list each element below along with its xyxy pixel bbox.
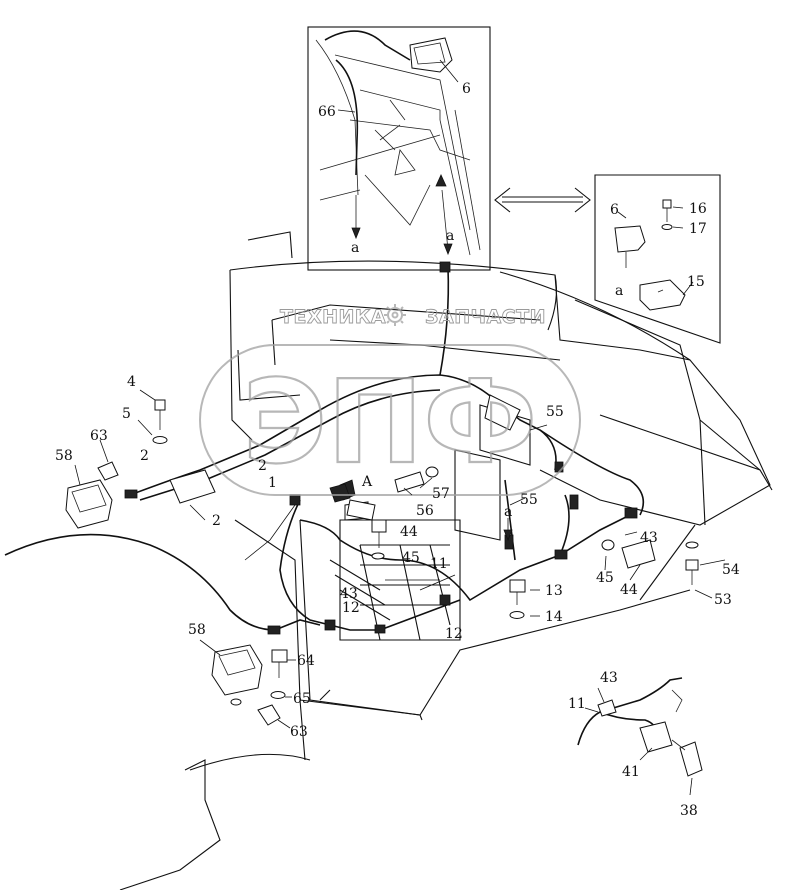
- detail-inset-lamp-mount: [307, 26, 491, 271]
- callout-58-top: 58: [55, 448, 73, 464]
- work-lamp-top-icon: [409, 37, 453, 73]
- callout-12-a: 12: [445, 626, 463, 642]
- callout-2-a: 2: [140, 448, 149, 464]
- callout-57: 57: [432, 486, 450, 502]
- callout-a-left: a: [351, 240, 359, 256]
- callout-64: 64: [297, 653, 315, 669]
- callout-65: 65: [293, 691, 311, 707]
- callout-6-inset: 6: [610, 202, 619, 218]
- detail-inset-bracket: [594, 174, 721, 344]
- watermark: ТЕХНИКА ЗАПЧАСТИ ЭПФ: [199, 304, 581, 496]
- callout-63-top: 63: [90, 428, 108, 444]
- callout-17: 17: [689, 221, 707, 237]
- machine-body: [119, 231, 773, 890]
- callout-55-b: 55: [520, 492, 538, 508]
- callout-43-b: 43: [600, 670, 618, 686]
- callout-11: 11: [430, 556, 448, 572]
- callout-38: 38: [680, 803, 698, 819]
- callout-56: 56: [416, 503, 434, 519]
- callout-63-bottom: 63: [290, 724, 308, 740]
- callout-54: 54: [722, 562, 740, 578]
- callout-15-inset: 15: [687, 274, 705, 290]
- wire-harness: [4, 261, 645, 635]
- callout-view-A: A: [361, 474, 373, 490]
- callout-53: 53: [714, 592, 732, 608]
- callout-16: 16: [689, 201, 707, 217]
- callout-1: 1: [268, 475, 277, 491]
- gear-icon: [384, 304, 406, 326]
- callout-11-b: 11: [568, 696, 586, 712]
- callout-13: 13: [545, 583, 563, 599]
- callout-5: 5: [122, 406, 131, 422]
- callout-55-a: 55: [546, 404, 564, 420]
- callout-43-mid: 43: [340, 586, 358, 602]
- detail-switch-assembly: [577, 677, 703, 777]
- callout-66: 66: [318, 104, 336, 120]
- callout-a-right: a: [446, 228, 454, 244]
- callout-2-c: 2: [212, 513, 221, 529]
- double-arrow-icon: [494, 187, 591, 213]
- watermark-logo: ЭПФ: [199, 344, 581, 496]
- callout-41: 41: [622, 764, 640, 780]
- watermark-logo-text: ЭПФ: [243, 356, 538, 490]
- callout-45-b: 45: [596, 570, 614, 586]
- callout-43-a: 43: [640, 530, 658, 546]
- bolts-and-washers: [97, 399, 699, 726]
- callout-labels: 6 66 a a 6 a 16 17 15 4 5 63 58 2 2 2 1 …: [55, 81, 740, 819]
- callout-4: 4: [127, 374, 136, 390]
- watermark-right-text: ЗАПЧАСТИ: [425, 306, 546, 328]
- leader-lines: [74, 59, 726, 796]
- callout-a-mid: a: [504, 504, 512, 520]
- callout-a-inset: a: [615, 283, 623, 299]
- callout-45-a: 45: [402, 550, 420, 566]
- callout-14: 14: [545, 609, 563, 625]
- callout-44-a: 44: [400, 524, 418, 540]
- callout-2-b: 2: [258, 458, 267, 474]
- callout-44-b: 44: [620, 582, 638, 598]
- watermark-left-text: ТЕХНИКА: [280, 306, 386, 328]
- work-lamp-left-icon: [65, 479, 113, 529]
- work-lamp-bottom-icon: [211, 644, 263, 696]
- callout-12-b: 12: [342, 600, 360, 616]
- callout-6-top: 6: [462, 81, 471, 97]
- callout-58-bottom: 58: [188, 622, 206, 638]
